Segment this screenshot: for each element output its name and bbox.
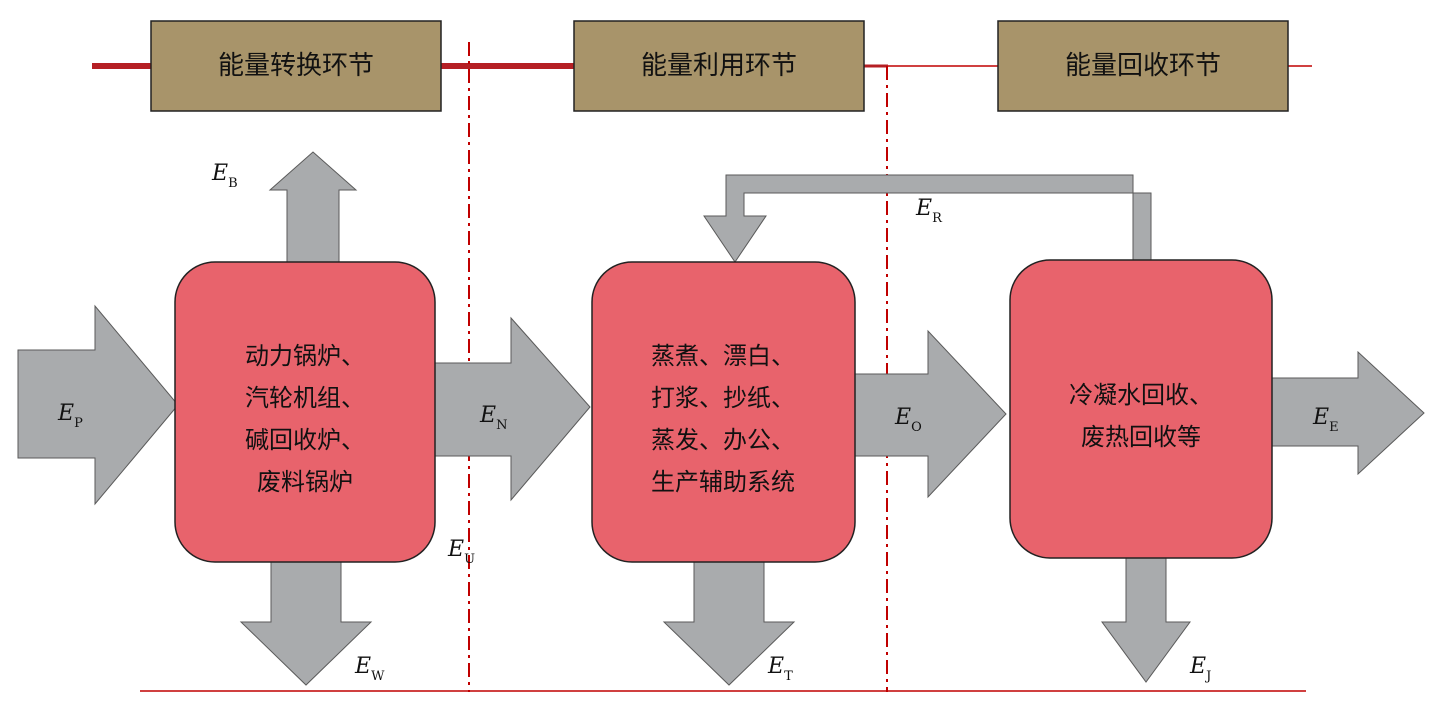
eb-up-arrow (268, 151, 358, 263)
label-eu: EU (447, 537, 475, 567)
process-recovery-line-2: 废热回收等 (1081, 423, 1201, 451)
label-et: ET (767, 654, 793, 684)
process-conversion-line-3: 碱回收炉、 (245, 426, 365, 454)
process-utilization-line-4: 生产辅助系统 (651, 468, 795, 496)
label-ee: EE (1312, 405, 1339, 435)
recovery-return-arrow (703, 174, 1152, 266)
stage-utilization: 能量利用环节 (573, 20, 865, 112)
label-ep: EP (57, 401, 83, 431)
stage-recovery: 能量回收环节 (997, 20, 1289, 112)
ej-down-arrow (1101, 551, 1191, 683)
process-recovery-line-1: 冷凝水回收、 (1069, 381, 1213, 409)
process-utilization-line-3: 蒸发、办公、 (651, 426, 795, 454)
process-conversion: 动力锅炉、 汽轮机组、 碱回收炉、 废料锅炉 (174, 261, 436, 563)
stage-conversion-label: 能量转换环节 (218, 51, 374, 81)
process-utilization-line-1: 蒸煮、漂白、 (651, 342, 795, 370)
label-ew: EW (354, 654, 385, 684)
label-eo: EO (894, 405, 922, 435)
process-conversion-line-2: 汽轮机组、 (245, 384, 365, 412)
label-eb: EB (211, 161, 238, 191)
ep-input-arrow (17, 304, 179, 506)
process-utilization-line-2: 打浆、抄纸、 (651, 384, 795, 412)
process-conversion-line-1: 动力锅炉、 (245, 342, 365, 370)
process-recovery: 冷凝水回收、 废热回收等 (1009, 259, 1273, 559)
process-conversion-line-4: 废料锅炉 (257, 468, 353, 496)
label-er: ER (915, 196, 943, 226)
stage-recovery-label: 能量回收环节 (1065, 51, 1221, 81)
label-ej: EJ (1189, 654, 1211, 684)
et-down-arrow (662, 554, 796, 686)
ee-output-arrow (1261, 350, 1425, 476)
stage-utilization-label: 能量利用环节 (641, 51, 797, 81)
eo-arrow (848, 329, 1007, 499)
process-utilization: 蒸煮、漂白、 打浆、抄纸、 蒸发、办公、 生产辅助系统 (591, 261, 856, 563)
stage-conversion: 能量转换环节 (150, 20, 442, 112)
label-en: EN (479, 403, 507, 433)
ew-down-arrow (239, 554, 373, 686)
en-arrow (429, 316, 591, 502)
